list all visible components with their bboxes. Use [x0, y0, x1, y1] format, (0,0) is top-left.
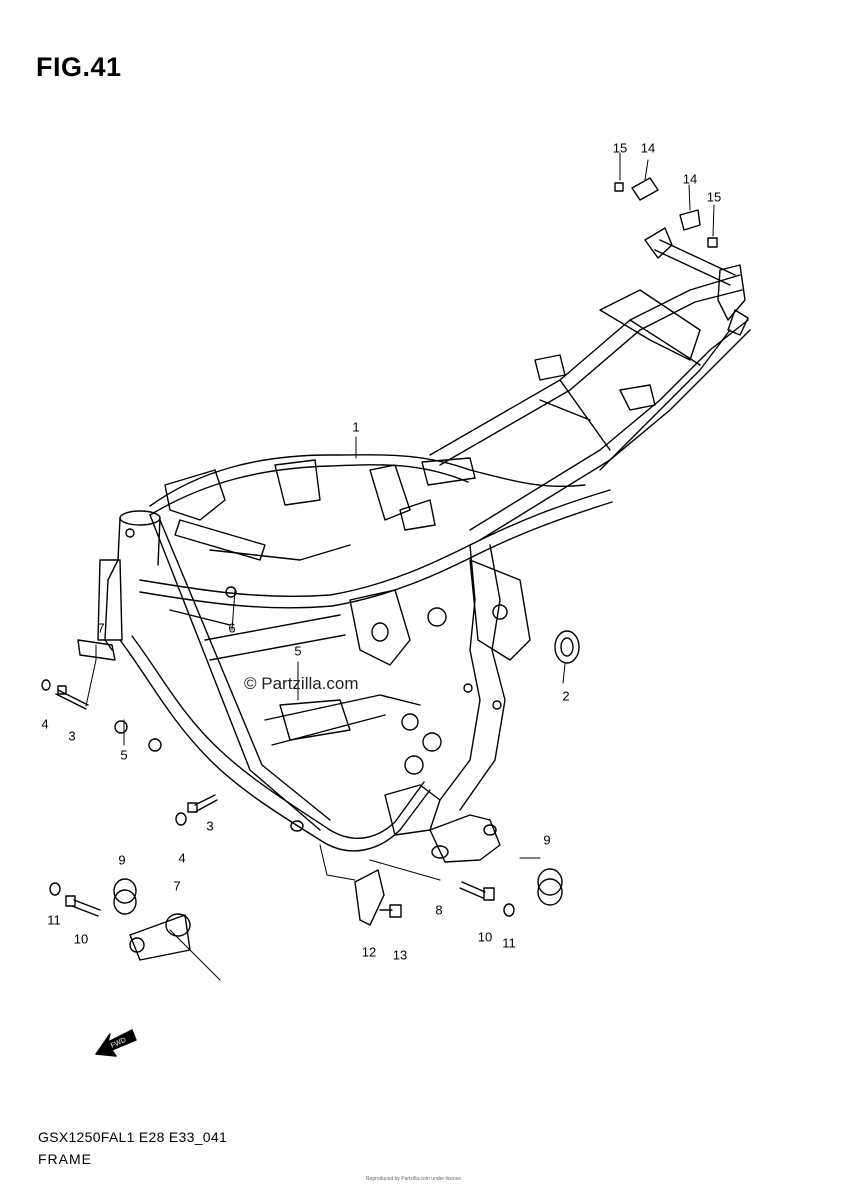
callout-8: 8 [435, 902, 443, 918]
callout-14: 14 [682, 171, 698, 187]
watermark: © Partzilla.com [244, 674, 359, 693]
figure-title: FIG.41 [36, 52, 122, 82]
callout-6: 6 [228, 620, 236, 636]
callout-10: 10 [73, 931, 89, 947]
callout-4: 4 [178, 850, 186, 866]
leader-lines [85, 152, 715, 981]
callout-10: 10 [477, 929, 493, 945]
callout-14: 14 [640, 140, 656, 156]
callout-12: 12 [361, 944, 377, 960]
copyright-note: Reproduced by Partzilla.com under licens… [366, 1176, 462, 1182]
diagram-name: FRAME [38, 1151, 92, 1167]
hardware [41, 177, 718, 961]
callout-4: 4 [41, 716, 49, 732]
callout-3: 3 [206, 818, 214, 834]
callout-2: 2 [562, 688, 570, 704]
callout-9: 9 [543, 832, 551, 848]
callout-11: 11 [502, 935, 516, 951]
fwd-arrow-icon: FWD [95, 1029, 137, 1057]
callout-13: 13 [392, 947, 408, 963]
callout-11: 11 [47, 912, 61, 928]
callout-5: 5 [294, 643, 302, 659]
callout-7: 7 [97, 620, 105, 636]
diagram-code: GSX1250FAL1 E28 E33_041 [38, 1129, 228, 1145]
callout-1: 1 [352, 419, 360, 435]
frame-outline [77, 227, 751, 863]
callout-5: 5 [120, 747, 128, 763]
callout-7: 7 [173, 878, 181, 894]
callout-3: 3 [68, 728, 76, 744]
callout-9: 9 [118, 852, 126, 868]
callout-15: 15 [706, 189, 722, 205]
callout-15: 15 [612, 140, 628, 156]
